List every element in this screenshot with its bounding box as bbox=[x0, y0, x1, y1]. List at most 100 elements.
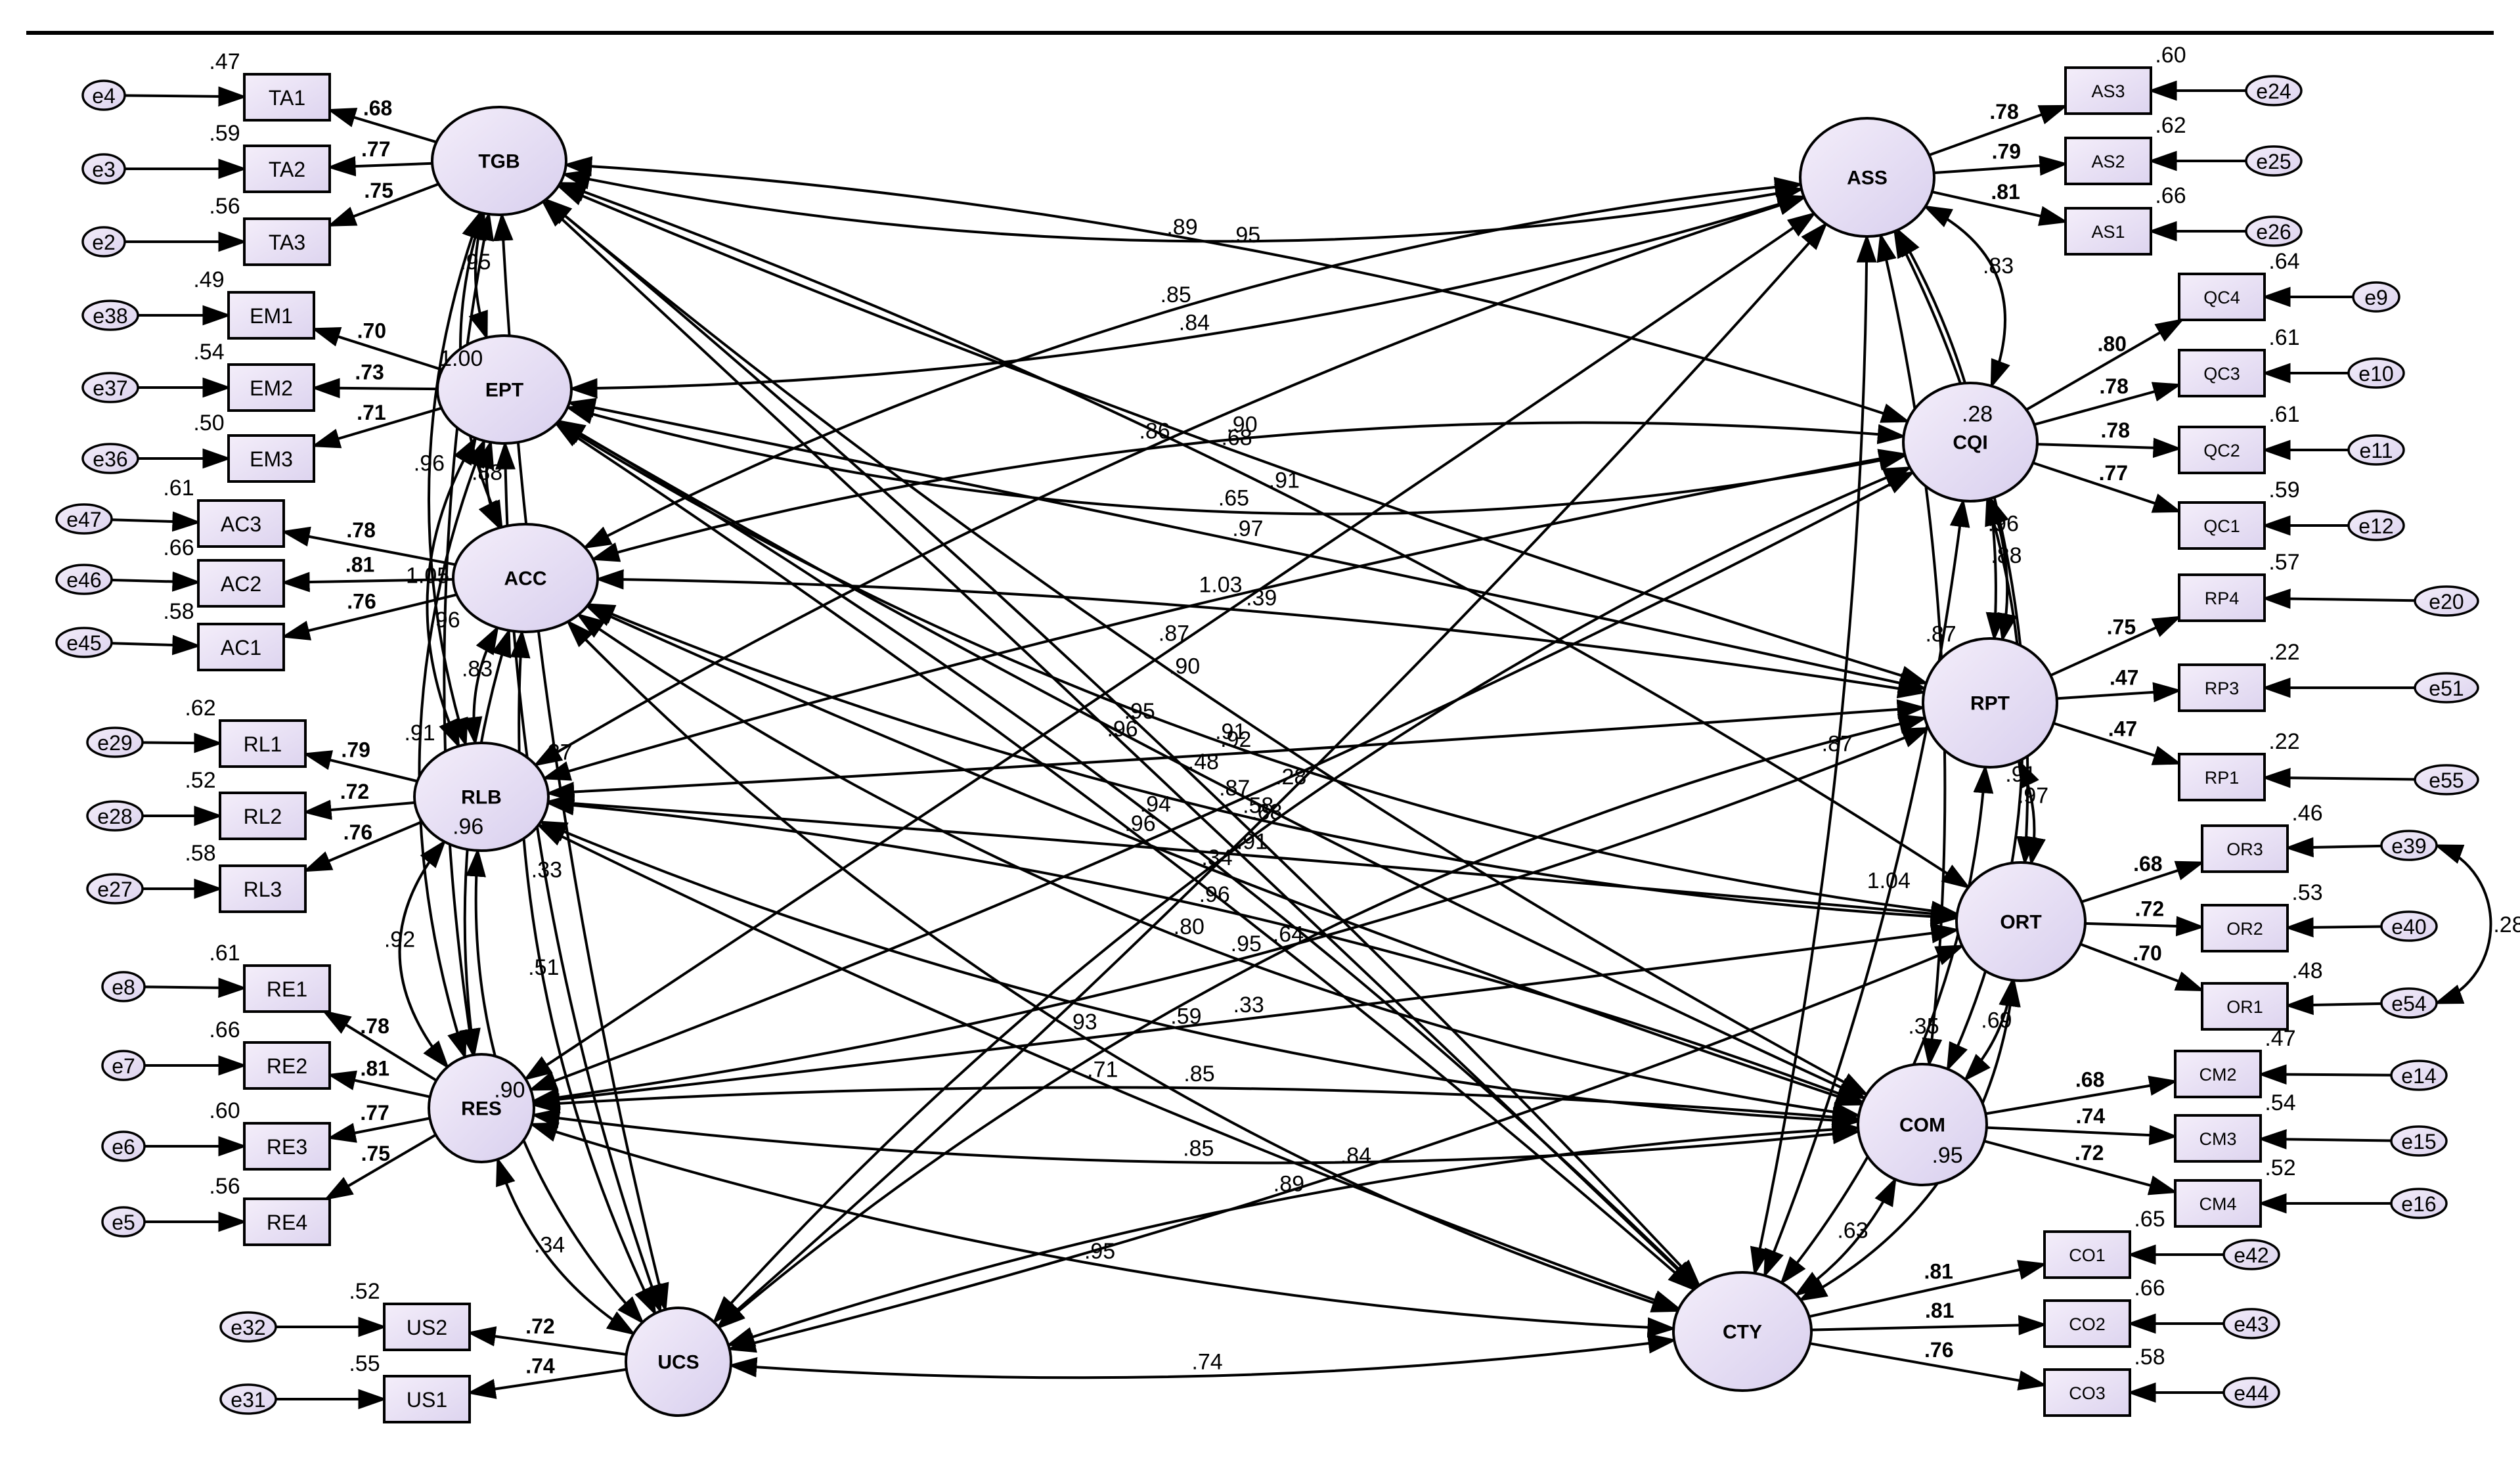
error-label-e51: e51 bbox=[2429, 677, 2464, 700]
error-node-e15 bbox=[2390, 1125, 2448, 1157]
indicator-box-co1 bbox=[2043, 1230, 2131, 1279]
error-node-e32 bbox=[219, 1311, 277, 1343]
loading-value-rl2: .72 bbox=[340, 780, 369, 803]
indicator-label-rp3: RP3 bbox=[2205, 679, 2240, 698]
r2-value-em2: .54 bbox=[193, 340, 224, 365]
covariance-value-ept-rlb: 1.05 bbox=[406, 564, 449, 589]
loading-value-em2: .73 bbox=[355, 360, 384, 384]
covariance-value-tgb-ort: .91 bbox=[1269, 468, 1300, 493]
loading-value-ta2: .77 bbox=[361, 137, 390, 161]
loading-value-rp4: .75 bbox=[2107, 615, 2136, 638]
indicator-label-re1: RE1 bbox=[267, 977, 307, 1001]
indicator-box-as2 bbox=[2064, 137, 2152, 185]
loading-value-us1: .74 bbox=[525, 1354, 555, 1377]
covariance-value-acc-com: .80 bbox=[1174, 914, 1205, 939]
latent-label-ept: EPT bbox=[485, 380, 523, 401]
loading-path-ta1 bbox=[326, 108, 437, 144]
covariance-value-tgb-ept: .95 bbox=[460, 250, 491, 275]
loading-value-cm4: .72 bbox=[2075, 1141, 2104, 1165]
latent-label-com: COM bbox=[1899, 1115, 1945, 1136]
loading-value-co2: .81 bbox=[1925, 1299, 1954, 1322]
loading-path-ta3 bbox=[326, 183, 439, 227]
indicator-box-qc1 bbox=[2178, 501, 2266, 550]
indicator-label-qc4: QC4 bbox=[2203, 288, 2240, 307]
error-path-e45 bbox=[111, 635, 202, 656]
indicator-box-rp3 bbox=[2178, 663, 2266, 712]
r2-value-us1: .55 bbox=[349, 1351, 380, 1376]
indicator-label-qc2: QC2 bbox=[2203, 441, 2240, 460]
indicator-label-rp4: RP4 bbox=[2205, 589, 2240, 608]
covariance-value-rlb-rpt: .92 bbox=[1220, 727, 1251, 752]
loading-value-or1: .70 bbox=[2133, 941, 2161, 965]
loading-value-em1: .70 bbox=[357, 319, 386, 343]
loading-path-as3 bbox=[1928, 104, 2069, 156]
r2-value-ta1: .47 bbox=[209, 49, 240, 74]
error-label-e54: e54 bbox=[2391, 992, 2426, 1016]
error-label-e9: e9 bbox=[2364, 286, 2388, 309]
latent-node-cty bbox=[1672, 1271, 1813, 1392]
indicator-box-rp4 bbox=[2178, 573, 2266, 622]
error-node-e42 bbox=[2222, 1239, 2280, 1270]
r2-value-ta3: .56 bbox=[209, 194, 240, 219]
covariance-value-rlb-ort: .91 bbox=[1237, 830, 1268, 855]
covariance-value-rpt-cty: .35 bbox=[1908, 1014, 1939, 1039]
indicator-box-cm3 bbox=[2174, 1114, 2262, 1163]
error-label-e10: e10 bbox=[2358, 362, 2393, 386]
covariance-value-ucs-cqi: .68 bbox=[1251, 800, 1282, 825]
indicator-box-qc3 bbox=[2178, 349, 2266, 397]
error-label-e45: e45 bbox=[66, 631, 101, 655]
r2-value-qc3: .61 bbox=[2268, 325, 2299, 350]
error-label-e4: e4 bbox=[92, 84, 116, 108]
covariance-value-res-com: .85 bbox=[1183, 1136, 1214, 1161]
error-node-e11 bbox=[2347, 434, 2405, 466]
error-path-e8 bbox=[144, 977, 248, 998]
error-node-e28 bbox=[86, 800, 144, 832]
loading-path-em2 bbox=[311, 378, 438, 399]
error-path-e15 bbox=[2257, 1129, 2392, 1150]
indicator-box-rp1 bbox=[2178, 753, 2266, 801]
error-label-e32: e32 bbox=[231, 1316, 265, 1339]
covariance-value-tgb-rlb: .96 bbox=[414, 451, 445, 476]
covariance-value-res-ass: .87 bbox=[1159, 621, 1189, 646]
loading-value-ta3: .75 bbox=[364, 179, 393, 202]
covariance-value-ort-com: .69 bbox=[1981, 1008, 2012, 1033]
error-node-e16 bbox=[2390, 1188, 2448, 1219]
loading-path-cm2 bbox=[1985, 1075, 2178, 1115]
covariance-value-ept-rpt: .97 bbox=[1232, 516, 1263, 541]
loading-value-as1: .81 bbox=[1991, 180, 2020, 204]
indicator-box-re1 bbox=[243, 964, 331, 1013]
error-node-e43 bbox=[2222, 1308, 2280, 1339]
covariance-value-ucs-cty: .74 bbox=[1191, 1350, 1222, 1375]
covariance-value-acc-cty: .93 bbox=[1066, 1010, 1097, 1035]
latent-label-ass: ASS bbox=[1847, 168, 1888, 189]
loading-value-us2: .72 bbox=[525, 1314, 554, 1338]
covariance-value-tgb-acc: 1.00 bbox=[439, 346, 483, 371]
error-label-e25: e25 bbox=[2256, 150, 2291, 173]
loading-path-or3 bbox=[2081, 861, 2205, 903]
latent-node-ass bbox=[1799, 117, 1935, 238]
loading-value-rl1: .79 bbox=[341, 738, 370, 761]
covariance-value-ucs-ort: .84 bbox=[1340, 1143, 1371, 1168]
indicator-box-or3 bbox=[2201, 824, 2289, 873]
covariance-value-ucs-ass: .28 bbox=[1275, 765, 1306, 790]
covariance-value-ept-ucs: .33 bbox=[531, 857, 562, 882]
covariance-value-rlb-ass: .86 bbox=[1139, 419, 1170, 444]
indicator-box-as1 bbox=[2064, 207, 2152, 256]
indicator-box-us1 bbox=[383, 1375, 471, 1423]
r2-value-co3: .58 bbox=[2134, 1345, 2165, 1370]
loading-value-cm2: .68 bbox=[2075, 1067, 2104, 1091]
loading-value-rp3: .47 bbox=[2110, 666, 2138, 690]
covariance-value-rlb-cqi: 1.03 bbox=[1199, 572, 1242, 597]
covariance-value-res-ucs: .34 bbox=[534, 1233, 565, 1258]
latent-label-cty: CTY bbox=[1723, 1322, 1762, 1343]
indicator-label-re4: RE4 bbox=[267, 1211, 307, 1234]
error-path-e40 bbox=[2284, 917, 2382, 938]
indicator-label-re3: RE3 bbox=[267, 1135, 307, 1159]
covariance-path-res-ucs bbox=[496, 1156, 636, 1335]
loading-path-em1 bbox=[311, 327, 443, 371]
error-path-e39 bbox=[2284, 837, 2382, 858]
latent-node-rlb bbox=[413, 742, 550, 852]
indicator-label-co2: CO2 bbox=[2069, 1314, 2106, 1334]
loading-path-co3 bbox=[1809, 1342, 2048, 1391]
